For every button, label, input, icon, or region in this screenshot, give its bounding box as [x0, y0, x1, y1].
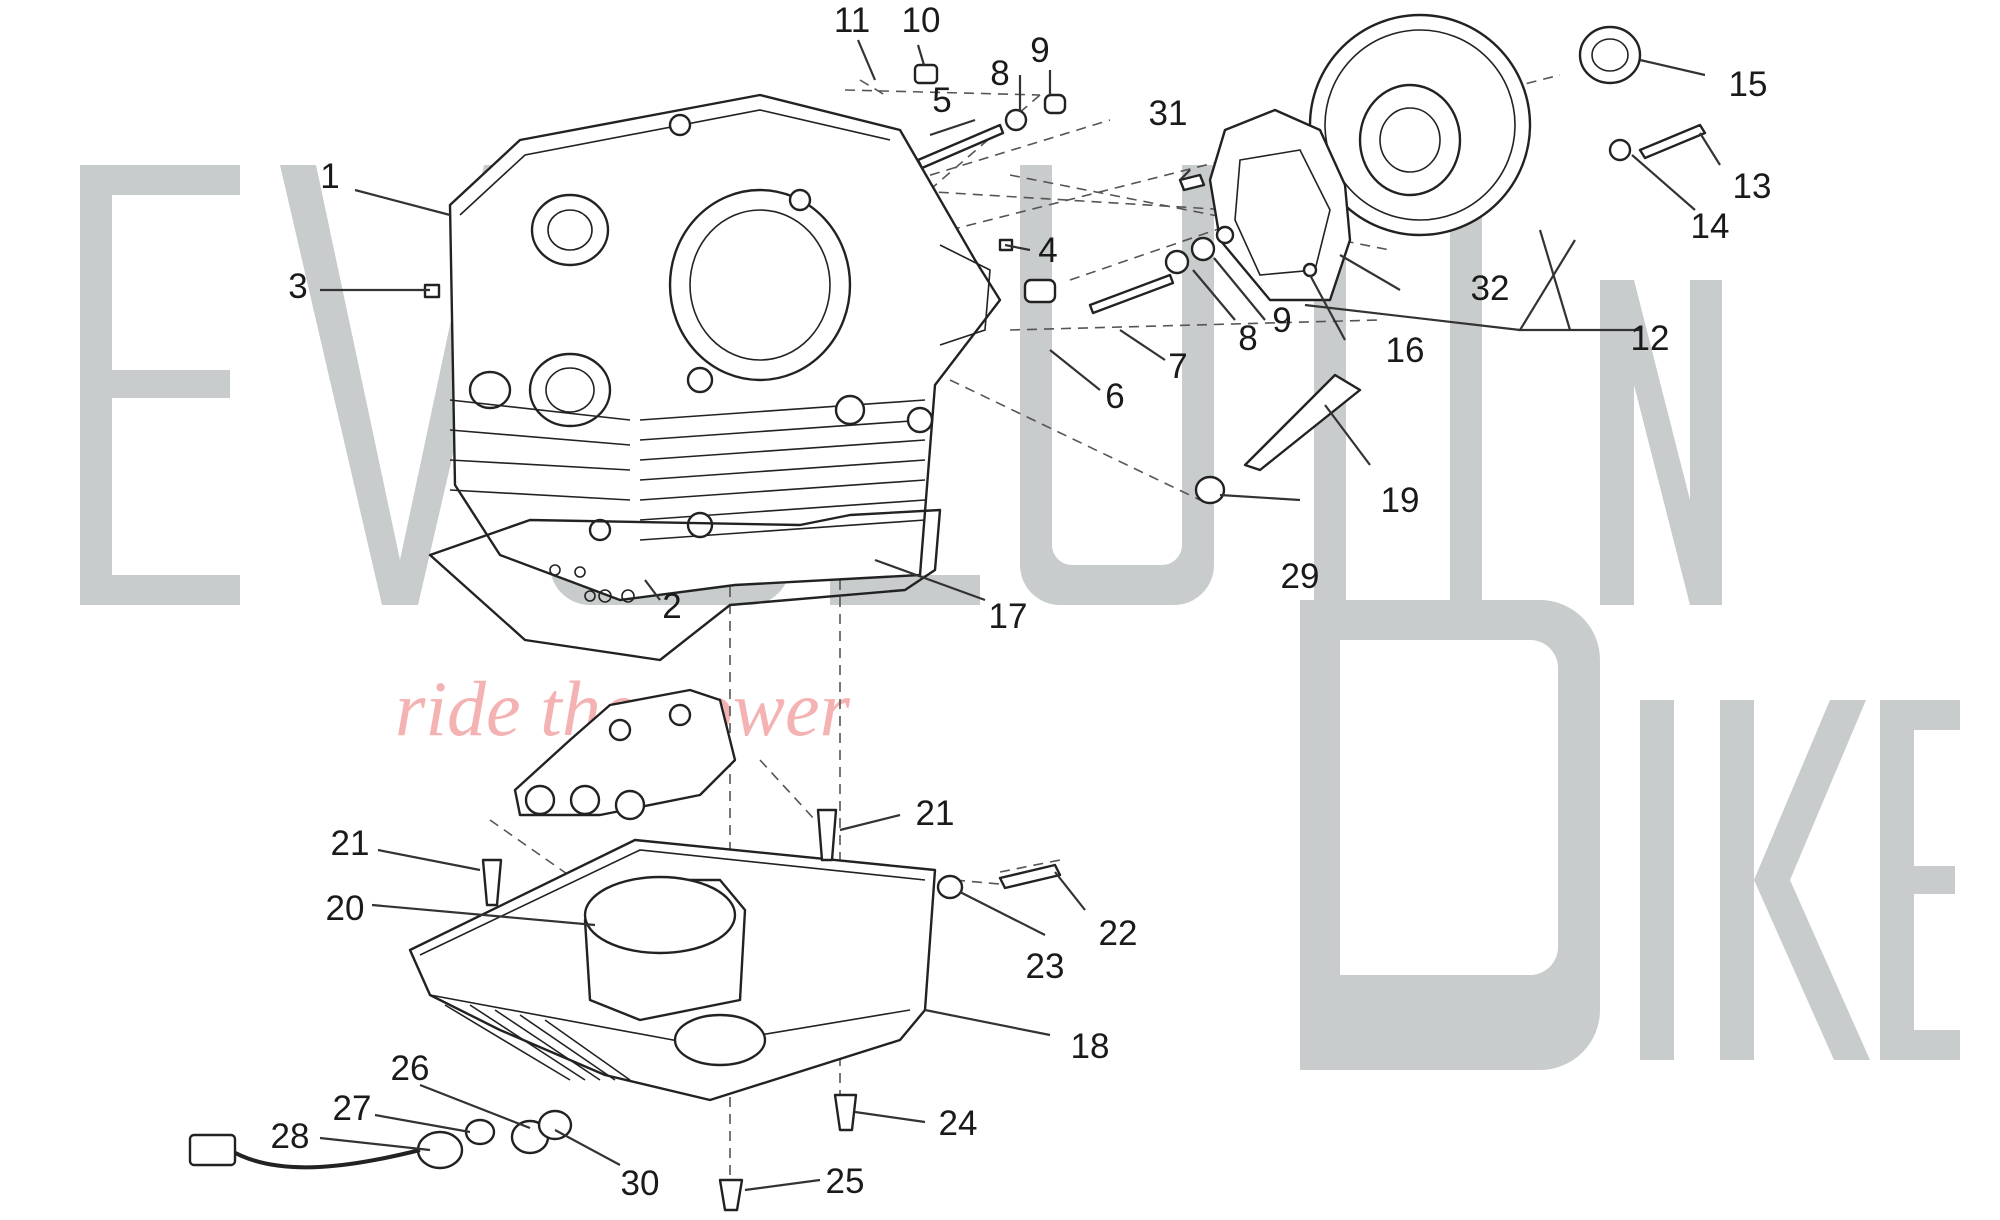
callout-7: 7 — [1168, 347, 1187, 386]
callout-13: 13 — [1733, 167, 1772, 206]
callout-3: 3 — [288, 267, 307, 306]
callout-21b: 21 — [916, 794, 955, 833]
callout-12: 12 — [1631, 319, 1670, 358]
sump-gasket-part — [428, 508, 942, 662]
callout-17: 17 — [989, 597, 1028, 636]
callout-25: 25 — [826, 1162, 865, 1201]
callout-labels: 1 2 3 4 5 6 7 8 8 9 9 10 11 12 13 14 15 … — [271, 1, 1772, 1203]
callout-18: 18 — [1071, 1027, 1110, 1066]
callout-4: 4 — [1038, 231, 1057, 270]
callout-8a: 8 — [990, 54, 1009, 93]
callout-21a: 21 — [331, 824, 370, 863]
callout-16: 16 — [1386, 331, 1425, 370]
watermark-evolution-text: EVOLUTION — [10, 19, 16, 21]
callout-10: 10 — [902, 1, 941, 40]
callout-19: 19 — [1381, 481, 1420, 520]
callout-15: 15 — [1729, 65, 1768, 104]
callout-9b: 9 — [1272, 301, 1291, 340]
callout-23: 23 — [1026, 947, 1065, 986]
oil-pump-part — [513, 688, 737, 821]
callout-1: 1 — [320, 157, 339, 196]
watermark-bike — [1300, 600, 1960, 1070]
callout-5: 5 — [932, 81, 951, 120]
callout-27: 27 — [333, 1089, 372, 1128]
small-hardware — [188, 63, 1707, 1212]
callout-32: 32 — [1471, 269, 1510, 308]
callout-6: 6 — [1105, 377, 1124, 416]
callout-31: 31 — [1149, 94, 1188, 133]
watermark-bike-text: BIKE — [10, 23, 13, 25]
callout-28: 28 — [271, 1117, 310, 1156]
callout-2: 2 — [662, 587, 681, 626]
gasket-holes — [549, 564, 635, 603]
callout-24: 24 — [939, 1104, 978, 1143]
crankcase-part — [448, 93, 1002, 602]
callout-8b: 8 — [1238, 319, 1257, 358]
callout-22: 22 — [1099, 914, 1138, 953]
oil-seal-part — [1578, 25, 1642, 85]
oil-sump-part — [408, 838, 937, 1102]
callout-29: 29 — [1281, 557, 1320, 596]
cover-gasket-part — [1208, 108, 1352, 302]
callout-30: 30 — [621, 1164, 660, 1203]
leader-lines — [319, 39, 1721, 1192]
callout-14: 14 — [1691, 207, 1730, 246]
callout-9a: 9 — [1030, 31, 1049, 70]
callout-20: 20 — [326, 889, 365, 928]
callout-26: 26 — [391, 1049, 430, 1088]
callout-11: 11 — [834, 1, 870, 40]
